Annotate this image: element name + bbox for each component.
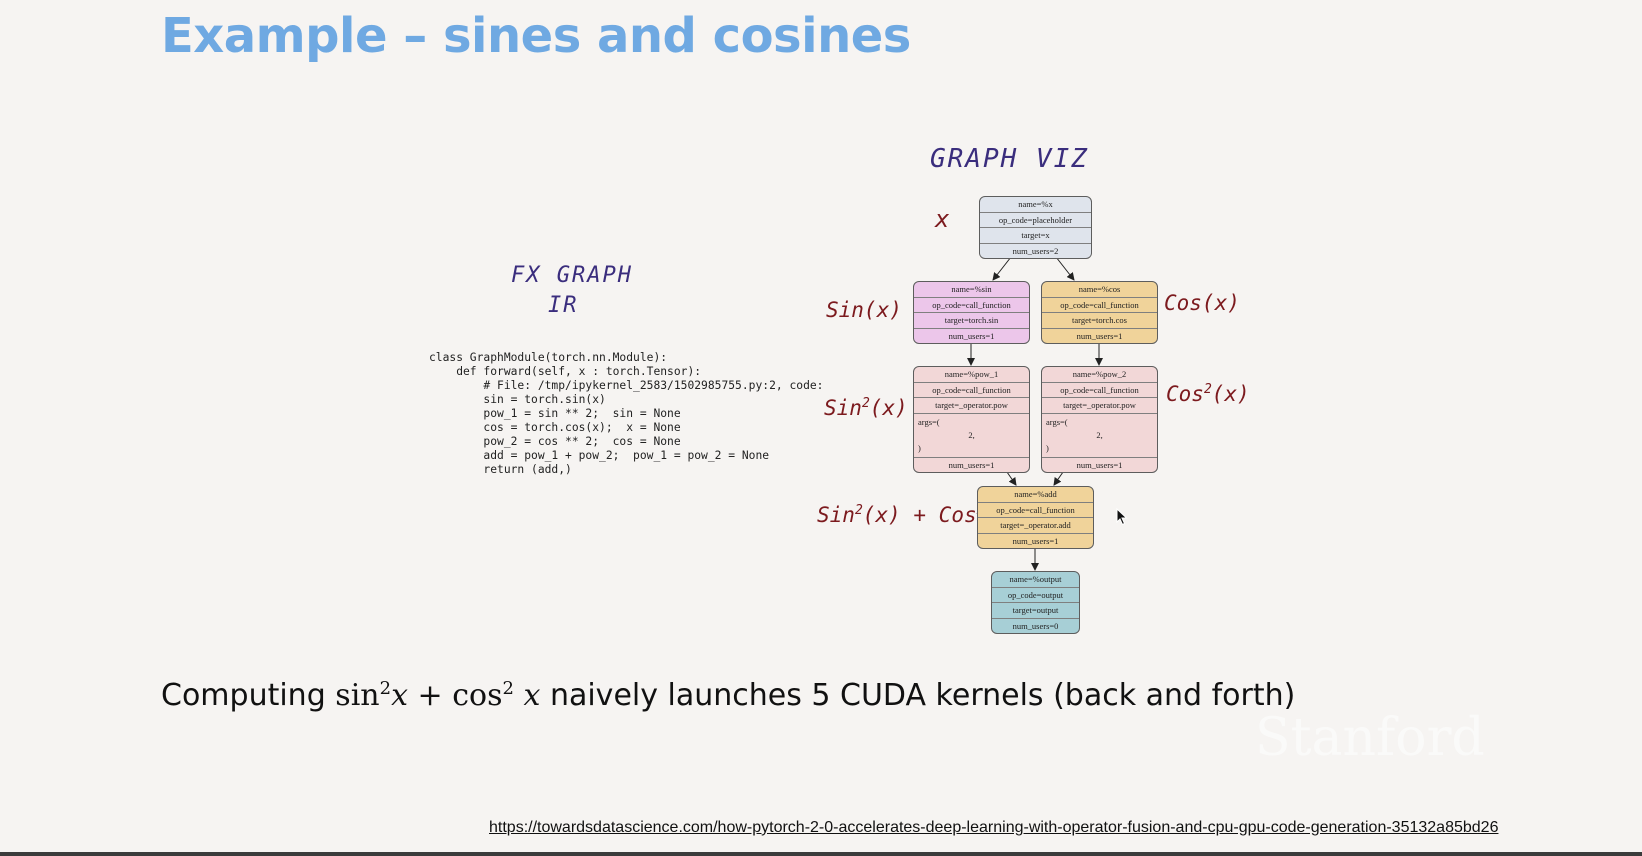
cos2-base: Cos <box>1166 382 1204 406</box>
code-line: sin = torch.sin(x) <box>429 393 606 406</box>
fx-graph-label: FX GRAPH <box>511 263 633 288</box>
code-line: cos = torch.cos(x); x = None <box>429 421 681 434</box>
graph-node-add: name=%add op_code=call_function target=_… <box>977 486 1094 549</box>
x-annotation: x <box>935 205 950 233</box>
node-row: op_code=call_function <box>978 503 1093 518</box>
sin2-exp: 2 <box>861 396 870 411</box>
node-row: name=%x <box>980 197 1091 213</box>
stanford-watermark: Stanford <box>1255 708 1485 768</box>
formula-cos: cos <box>452 678 503 713</box>
code-line: pow_2 = cos ** 2; cos = None <box>429 435 681 448</box>
sum-sin-base: Sin <box>817 503 855 527</box>
node-row: name=%pow_2 <box>1042 367 1157 383</box>
formula-plus: + <box>417 678 443 713</box>
node-row: target=torch.cos <box>1042 313 1157 329</box>
node-row: name=%sin <box>914 282 1029 298</box>
node-row: target=_operator.pow <box>1042 398 1157 414</box>
formula-var: x <box>391 678 408 713</box>
sin-x-annotation: Sin(x) <box>826 298 902 322</box>
args-close: ) <box>1046 442 1049 453</box>
source-link[interactable]: https://towardsdatascience.com/how-pytor… <box>489 819 1499 836</box>
fx-graph-code: class GraphModule(torch.nn.Module): def … <box>429 351 823 477</box>
args-close: ) <box>918 442 921 453</box>
formula-cos-exp: 2 <box>502 678 514 699</box>
graph-node-sin: name=%sin op_code=call_function target=t… <box>913 281 1030 344</box>
sin2-x-annotation: Sin2(x) <box>824 396 908 420</box>
graph-viz-label: GRAPH VIZ <box>930 144 1089 174</box>
node-row: target=_operator.pow <box>914 398 1029 414</box>
node-row: num_users=2 <box>1012 245 1059 256</box>
code-line: add = pow_1 + pow_2; pow_1 = pow_2 = Non… <box>429 449 770 462</box>
node-row: num_users=1 <box>1012 535 1059 546</box>
node-row: target=torch.sin <box>914 313 1029 329</box>
node-row: name=%add <box>978 487 1093 503</box>
code-line: pow_1 = sin ** 2; sin = None <box>429 407 681 420</box>
node-row: num_users=1 <box>1076 330 1123 341</box>
args-open: args=( <box>918 416 940 427</box>
node-row: target=x <box>980 228 1091 244</box>
node-row: name=%pow_1 <box>914 367 1029 383</box>
sum-sin-exp: 2 <box>854 503 863 518</box>
cos2-arg: (x) <box>1211 382 1250 406</box>
sum-cos-base: Cos <box>938 503 977 527</box>
edge-x-sin <box>992 256 1012 281</box>
args-value: 2, <box>1096 429 1103 440</box>
node-row: num_users=1 <box>948 330 995 341</box>
sum-sin-arg: (x) <box>862 503 901 527</box>
sin2-base: Sin <box>824 396 862 420</box>
formula-sin: sin <box>335 678 380 713</box>
sum-plus: + <box>913 503 927 527</box>
node-row: op_code=placeholder <box>980 213 1091 228</box>
graph-node-x: name=%x op_code=placeholder target=x num… <box>979 196 1092 259</box>
caption-formula: sin2x + cos2 x <box>335 678 540 713</box>
cos2-x-annotation: Cos2(x) <box>1166 382 1250 406</box>
code-line: class GraphModule(torch.nn.Module): <box>429 351 668 364</box>
mouse-cursor-icon <box>1116 508 1128 526</box>
node-row: op_code=output <box>992 588 1079 603</box>
formula-var: x <box>523 678 541 713</box>
args-value: 2, <box>968 429 975 440</box>
node-row: op_code=call_function <box>1042 383 1157 398</box>
cos-x-annotation: Cos(x) <box>1164 291 1240 315</box>
code-line: return (add,) <box>429 463 572 476</box>
sin2-arg: (x) <box>869 396 908 420</box>
node-row: op_code=call_function <box>914 298 1029 313</box>
node-row: num_users=1 <box>948 459 995 470</box>
code-line: # File: /tmp/ipykernel_2583/1502985755.p… <box>429 379 824 392</box>
graph-node-cos: name=%cos op_code=call_function target=t… <box>1041 281 1158 344</box>
graph-node-pow-1: name=%pow_1 op_code=call_function target… <box>913 366 1030 473</box>
caption-prefix: Computing <box>161 678 326 713</box>
args-open: args=( <box>1046 416 1068 427</box>
ir-label: IR <box>548 293 579 318</box>
slide-title: Example – sines and cosines <box>161 8 911 64</box>
node-row: target=output <box>992 603 1079 619</box>
caption-suffix: naively launches 5 CUDA kernels (back an… <box>549 678 1296 713</box>
code-line: def forward(self, x : torch.Tensor): <box>429 365 702 378</box>
node-row: name=%output <box>992 572 1079 588</box>
node-args-row: args=( 2, ) <box>914 414 1029 458</box>
graph-node-pow-2: name=%pow_2 op_code=call_function target… <box>1041 366 1158 473</box>
node-row: name=%cos <box>1042 282 1157 298</box>
node-row: target=_operator.add <box>978 518 1093 534</box>
node-row: op_code=call_function <box>1042 298 1157 313</box>
bottom-bar <box>0 852 1642 856</box>
node-row: num_users=0 <box>1012 620 1059 631</box>
formula-sin-exp: 2 <box>379 678 392 699</box>
caption: Computing sin2x + cos2 x naively launche… <box>161 678 1295 713</box>
edge-x-cos <box>1055 256 1075 281</box>
cos2-exp: 2 <box>1203 382 1212 397</box>
node-args-row: args=( 2, ) <box>1042 414 1157 458</box>
node-row: num_users=1 <box>1076 459 1123 470</box>
graph-node-output: name=%output op_code=output target=outpu… <box>991 571 1080 634</box>
node-row: op_code=call_function <box>914 383 1029 398</box>
